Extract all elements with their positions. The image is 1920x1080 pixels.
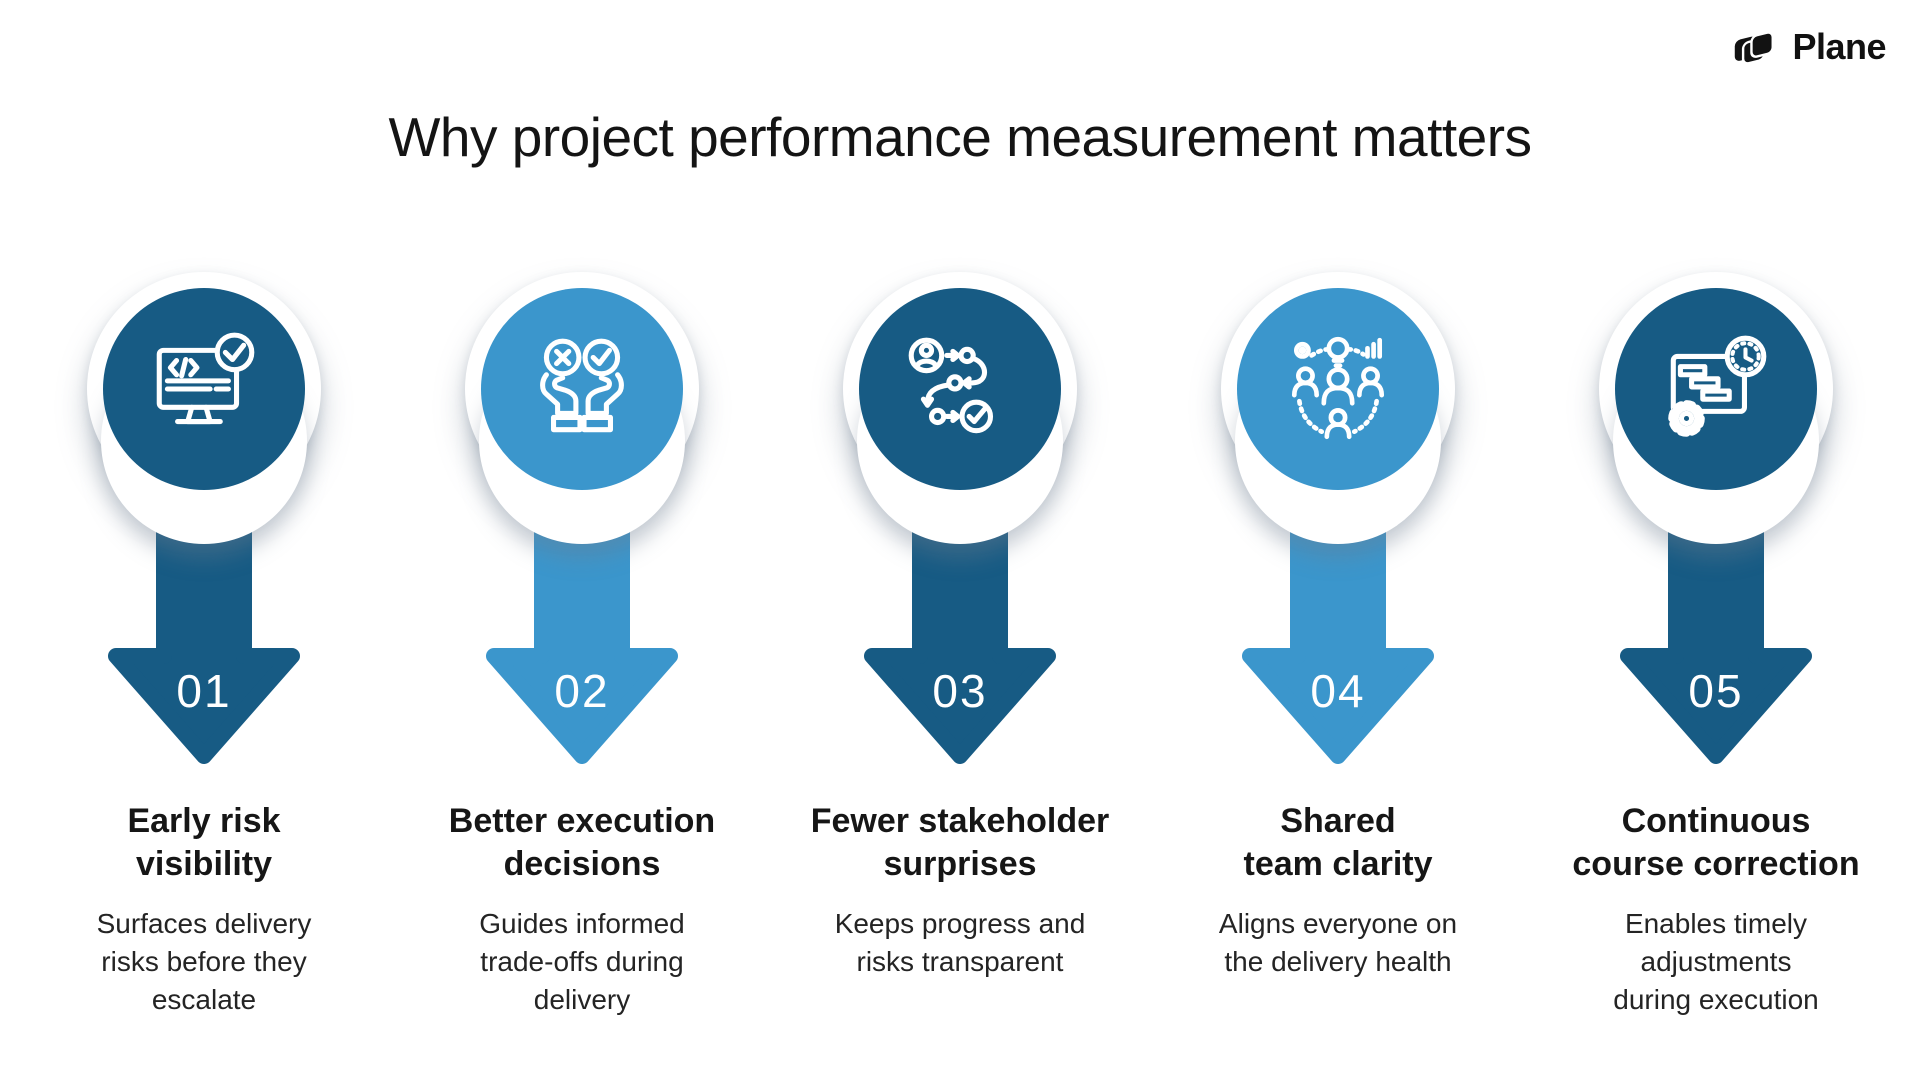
- team-alignment-icon: [1291, 336, 1385, 440]
- brand-logo: Plane: [1732, 26, 1886, 68]
- monitor-code-check-icon: [156, 332, 255, 425]
- brand-name: Plane: [1792, 26, 1886, 67]
- benefit-description: Aligns everyone on the delivery health: [1218, 908, 1458, 978]
- step-number: 02: [554, 665, 609, 717]
- icon-medallion: [1599, 272, 1833, 544]
- gantt-clock-gear-icon: [1668, 335, 1767, 437]
- benefit-heading: Early risk visibility: [127, 802, 281, 883]
- benefit-description: Keeps progress and risks transparent: [834, 908, 1086, 978]
- icon-medallion: [465, 272, 699, 544]
- step-arrow: 02: [482, 468, 682, 766]
- gantt-clock-gear-icon: [1615, 288, 1817, 490]
- benefit-description: Enables timely adjustments during execut…: [1613, 908, 1819, 1016]
- icon-medallion: [1221, 272, 1455, 544]
- page-title: Why project performance measurement matt…: [388, 106, 1532, 168]
- benefit-heading: Fewer stakeholder surprises: [810, 802, 1110, 883]
- monitor-code-check-icon: [103, 288, 305, 490]
- plane-logo-icon: [1735, 31, 1775, 65]
- process-flow-check-icon: [908, 337, 994, 434]
- benefit-column-3: 03 Fewer stakeholder surprises Keeps pro…: [771, 272, 1149, 1019]
- benefit-heading: Better execution decisions: [448, 802, 716, 883]
- benefits-row: 01 Early risk visibility Surfaces delive…: [0, 272, 1920, 1019]
- benefit-column-5: 05 Continuous course correction Enables …: [1527, 272, 1905, 1019]
- process-flow-check-icon: [859, 288, 1061, 490]
- team-alignment-icon: [1237, 288, 1439, 490]
- step-number: 04: [1310, 665, 1365, 717]
- benefit-column-4: 04 Shared team clarity Aligns everyone o…: [1149, 272, 1527, 1019]
- hands-choice-icon: [481, 288, 683, 490]
- benefit-description: Guides informed trade-offs during delive…: [479, 908, 685, 1016]
- benefit-column-1: 01 Early risk visibility Surfaces delive…: [15, 272, 393, 1019]
- hands-choice-icon: [540, 338, 624, 433]
- benefit-column-2: 02 Better execution decisions Guides inf…: [393, 272, 771, 1019]
- benefit-description: Surfaces delivery risks before they esca…: [96, 908, 312, 1016]
- step-number: 01: [176, 665, 231, 717]
- icon-medallion: [87, 272, 321, 544]
- benefit-heading: Shared team clarity: [1243, 802, 1433, 883]
- icon-medallion: [843, 272, 1077, 544]
- step-number: 05: [1688, 665, 1743, 717]
- step-number: 03: [932, 665, 987, 717]
- benefit-heading: Continuous course correction: [1572, 802, 1860, 883]
